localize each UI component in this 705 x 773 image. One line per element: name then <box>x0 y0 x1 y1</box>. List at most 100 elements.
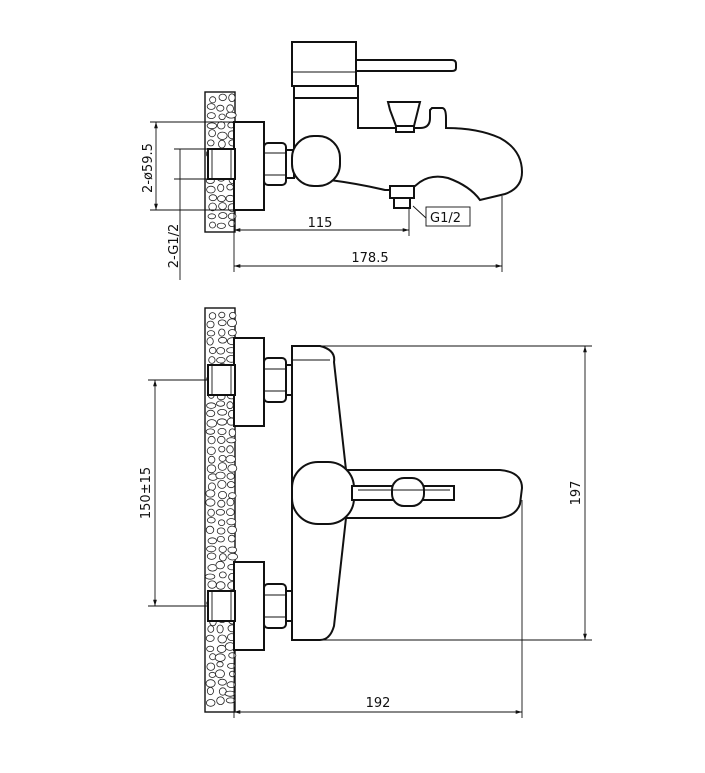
wall-stone <box>205 679 216 688</box>
wall-stone <box>216 624 224 634</box>
wall-stone <box>209 96 217 104</box>
wall-stone <box>218 553 227 562</box>
wall-stone <box>228 311 237 319</box>
diverter-knob-side <box>291 135 341 187</box>
wall-stone <box>207 580 217 589</box>
wall-stone <box>218 311 226 319</box>
wall-stone <box>207 537 218 545</box>
wall-stone <box>218 336 228 344</box>
inlet-assembly-lower <box>207 561 295 651</box>
wall-stone <box>206 337 214 346</box>
diverter-knob-top <box>291 461 355 525</box>
wall-stone <box>215 560 225 570</box>
wall-stone <box>217 435 226 444</box>
wall-stone <box>206 686 214 696</box>
wall-stone <box>226 401 234 410</box>
top-view: 150±15 197 192 <box>139 307 592 718</box>
wall-stone <box>218 93 227 102</box>
side-view: G1/2 2-ø59.5 2-G1/2 115 178.5 <box>141 41 524 280</box>
wall-stone <box>225 697 236 704</box>
wall-stone <box>217 408 228 416</box>
wall-stone <box>206 330 216 337</box>
wall-stone <box>228 219 236 227</box>
wall-stone <box>226 183 234 191</box>
lever-handle-top <box>351 477 455 507</box>
wall-stone <box>205 699 216 707</box>
wall-stone <box>206 103 216 110</box>
wall-stone <box>208 202 217 212</box>
wall-stone <box>227 546 238 554</box>
wall-stone <box>217 183 225 192</box>
wall-stone <box>218 519 226 526</box>
wall-stone <box>217 490 227 500</box>
wall-stone <box>217 319 227 327</box>
wall-stone <box>205 489 216 498</box>
wall-stone <box>217 195 226 203</box>
diverter-button-side <box>386 101 422 127</box>
wall-stone <box>225 455 236 464</box>
wall-stone <box>228 670 236 678</box>
wall-stone <box>205 498 216 507</box>
wall-stone <box>217 479 227 489</box>
dim-total-depth-top: 192 <box>233 500 523 718</box>
wall-stone <box>209 221 216 229</box>
inlet-assembly-upper <box>207 337 295 427</box>
wall-stone <box>216 222 226 229</box>
wall-stone <box>227 525 238 535</box>
wall-stone <box>205 525 215 535</box>
wall-stone <box>217 499 226 508</box>
wall-stone <box>207 482 216 491</box>
wall-stone <box>206 409 216 417</box>
dim-thread-inlet: 2-G1/2 <box>167 148 208 280</box>
wall-stone <box>206 545 217 553</box>
wall-stone <box>215 581 226 590</box>
shower-outlet-side <box>389 185 415 209</box>
wall-stone <box>226 437 237 444</box>
svg-text:2-G1/2: 2-G1/2 <box>167 224 182 268</box>
wall-stone <box>227 464 238 473</box>
outlet-thread-label: G1/2 <box>412 205 471 227</box>
wall-stone <box>206 446 216 455</box>
dim-total-depth-side: 178.5 <box>234 196 503 272</box>
wall-stone <box>217 678 227 686</box>
wall-stone <box>216 104 225 112</box>
wall-stone <box>217 427 227 435</box>
wall-stone <box>216 347 226 355</box>
wall-stone <box>218 545 227 553</box>
wall-stone <box>217 131 228 140</box>
wall-stone <box>216 418 228 426</box>
wall-stone <box>205 634 215 642</box>
wall-stone <box>206 419 218 428</box>
wall-stone <box>208 129 216 138</box>
wall-stone <box>208 356 216 364</box>
wall-stone <box>226 445 234 454</box>
wall-stone <box>206 112 216 119</box>
wall-stone <box>216 644 227 653</box>
dim-height-total: 197 <box>320 345 592 641</box>
wall-stone <box>218 212 228 219</box>
svg-text:150±15: 150±15 <box>139 467 154 519</box>
wall-stone <box>226 681 237 688</box>
wall-stone <box>209 653 217 661</box>
svg-text:178.5: 178.5 <box>351 251 388 266</box>
wall-stone <box>216 527 226 535</box>
wall-stone <box>204 573 216 580</box>
wall-stone <box>225 111 237 119</box>
wall-stone <box>205 428 216 435</box>
wall-stone <box>226 104 234 113</box>
wall-stone <box>217 634 227 644</box>
svg-text:115: 115 <box>308 216 333 231</box>
wall-stone <box>214 653 226 662</box>
wall-stone <box>207 625 215 633</box>
wall-stone <box>207 517 216 524</box>
wall-stone <box>216 121 226 130</box>
escutcheon-plate-side <box>233 121 265 211</box>
wall-stone <box>227 212 237 220</box>
inlet-square-side <box>207 148 236 180</box>
svg-text:197: 197 <box>569 481 584 506</box>
wall-stone <box>218 454 227 462</box>
wall-stone <box>208 194 218 202</box>
wall-stone <box>227 481 236 489</box>
dim-center-distance: 150±15 <box>139 379 208 607</box>
wall-stone <box>226 508 235 516</box>
